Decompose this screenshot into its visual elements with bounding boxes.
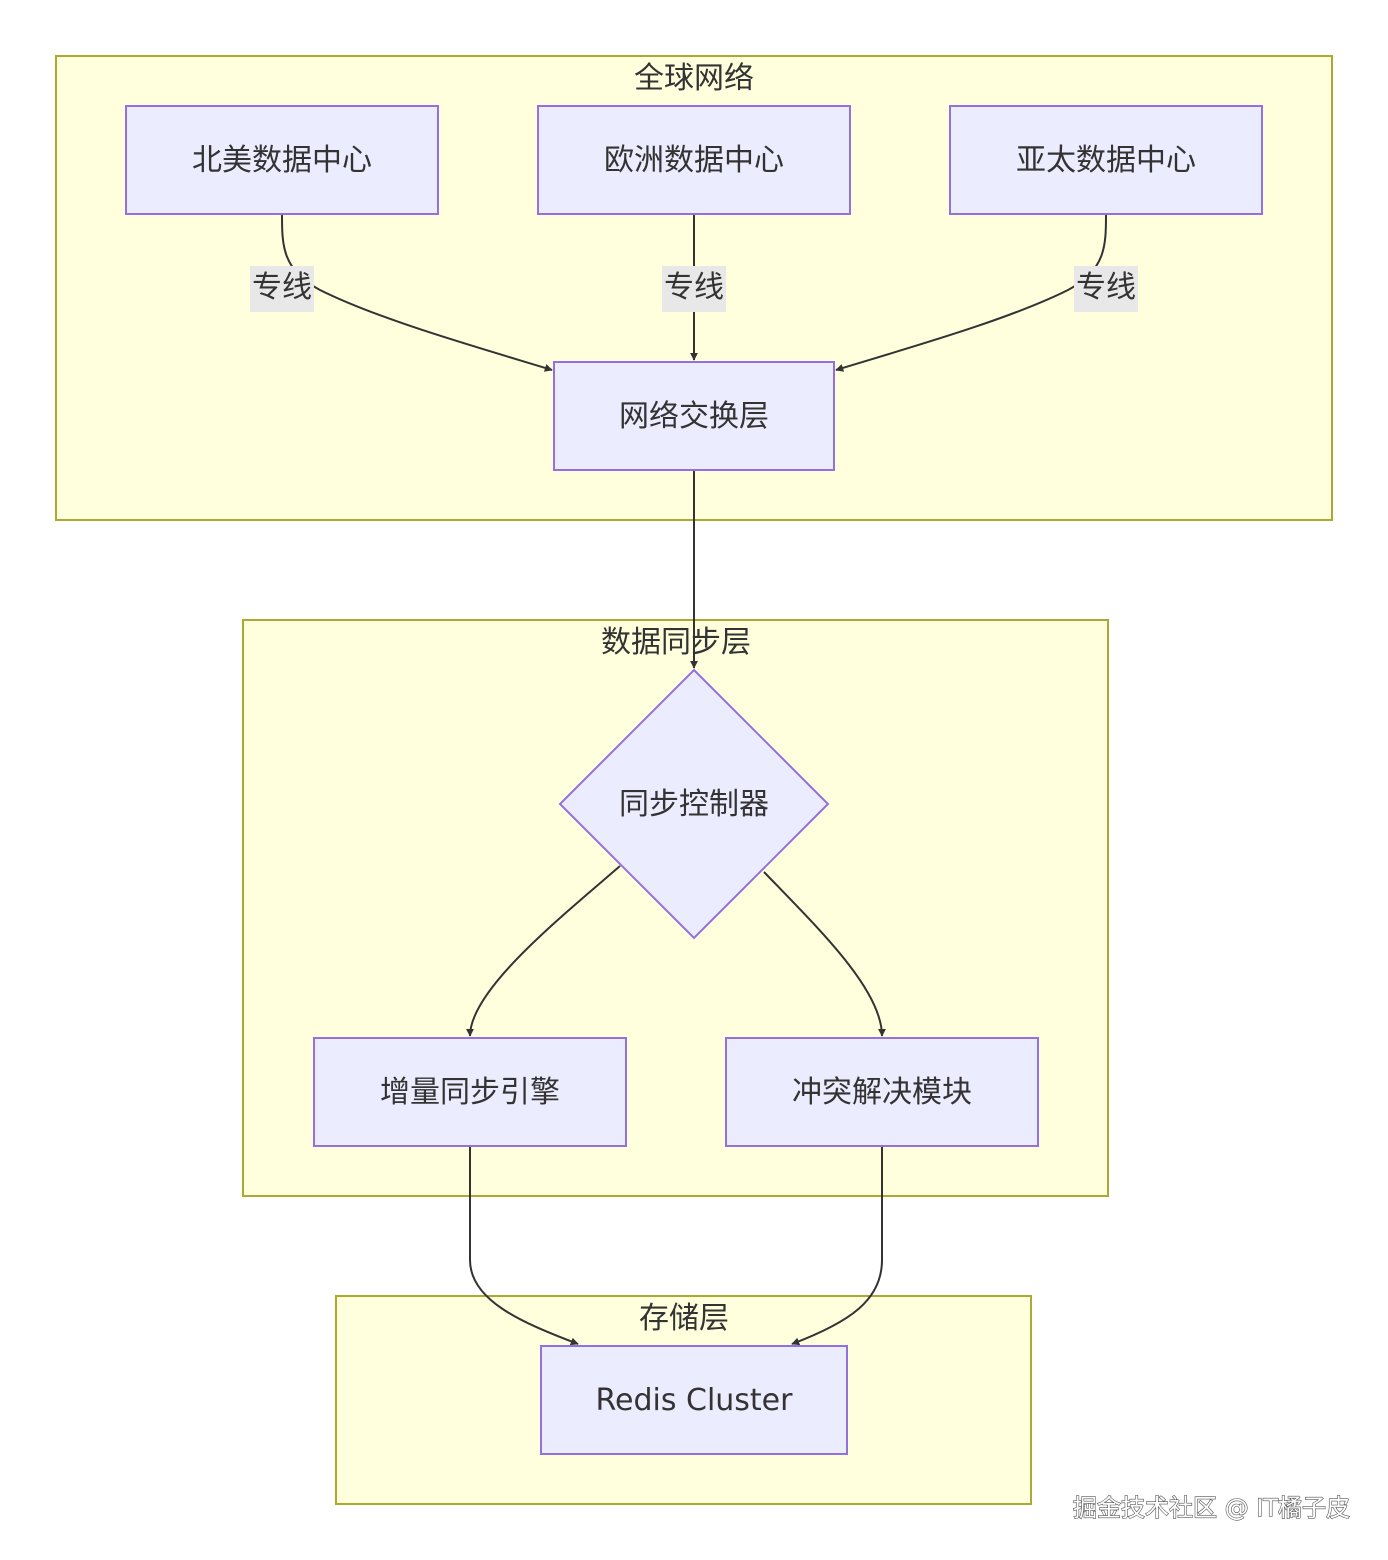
edge-controller-to-conflict: [763, 871, 886, 1037]
cluster-title-data-sync-layer: 数据同步层: [601, 625, 751, 660]
node-label-europe-dc: 欧洲数据中心: [604, 143, 784, 178]
node-conflict-resolution-module[interactable]: 冲突解决模块: [725, 1037, 1039, 1147]
edge-conflict-to-redis: [791, 1146, 883, 1346]
cluster-title-storage-layer: 存储层: [639, 1301, 729, 1336]
node-redis-cluster[interactable]: Redis Cluster: [540, 1345, 848, 1455]
edge-label-na: 专线: [250, 266, 314, 312]
edge-label-eu-text: 专线: [664, 270, 724, 305]
edge-na-to-switch: [281, 213, 553, 372]
node-label-asia-pacific-dc: 亚太数据中心: [1016, 143, 1196, 178]
edge-ap-to-switch: [835, 213, 1107, 372]
node-europe-dc[interactable]: 欧洲数据中心: [537, 105, 851, 215]
edge-label-eu: 专线: [662, 266, 726, 312]
node-label-network-switch-layer: 网络交换层: [619, 399, 769, 434]
node-label-north-america-dc: 北美数据中心: [192, 143, 372, 178]
cluster-title-global-network: 全球网络: [634, 61, 754, 96]
edge-label-na-text: 专线: [252, 270, 312, 305]
node-label-incremental-sync-engine: 增量同步引擎: [380, 1075, 560, 1110]
node-sync-controller[interactable]: 同步控制器: [558, 668, 830, 940]
node-label-redis-cluster: Redis Cluster: [596, 1383, 794, 1418]
node-north-america-dc[interactable]: 北美数据中心: [125, 105, 439, 215]
edge-label-ap: 专线: [1074, 266, 1138, 312]
edge-incremental-to-redis: [469, 1146, 579, 1346]
edge-label-ap-text: 专线: [1076, 270, 1136, 305]
node-network-switch-layer[interactable]: 网络交换层: [553, 361, 835, 471]
node-label-conflict-resolution-module: 冲突解决模块: [792, 1075, 972, 1110]
node-label-sync-controller: 同步控制器: [619, 787, 769, 822]
node-incremental-sync-engine[interactable]: 增量同步引擎: [313, 1037, 627, 1147]
watermark-text: 掘金技术社区 @ IT橘子皮: [1073, 1494, 1350, 1522]
node-asia-pacific-dc[interactable]: 亚太数据中心: [949, 105, 1263, 215]
edge-controller-to-incremental: [466, 865, 621, 1037]
